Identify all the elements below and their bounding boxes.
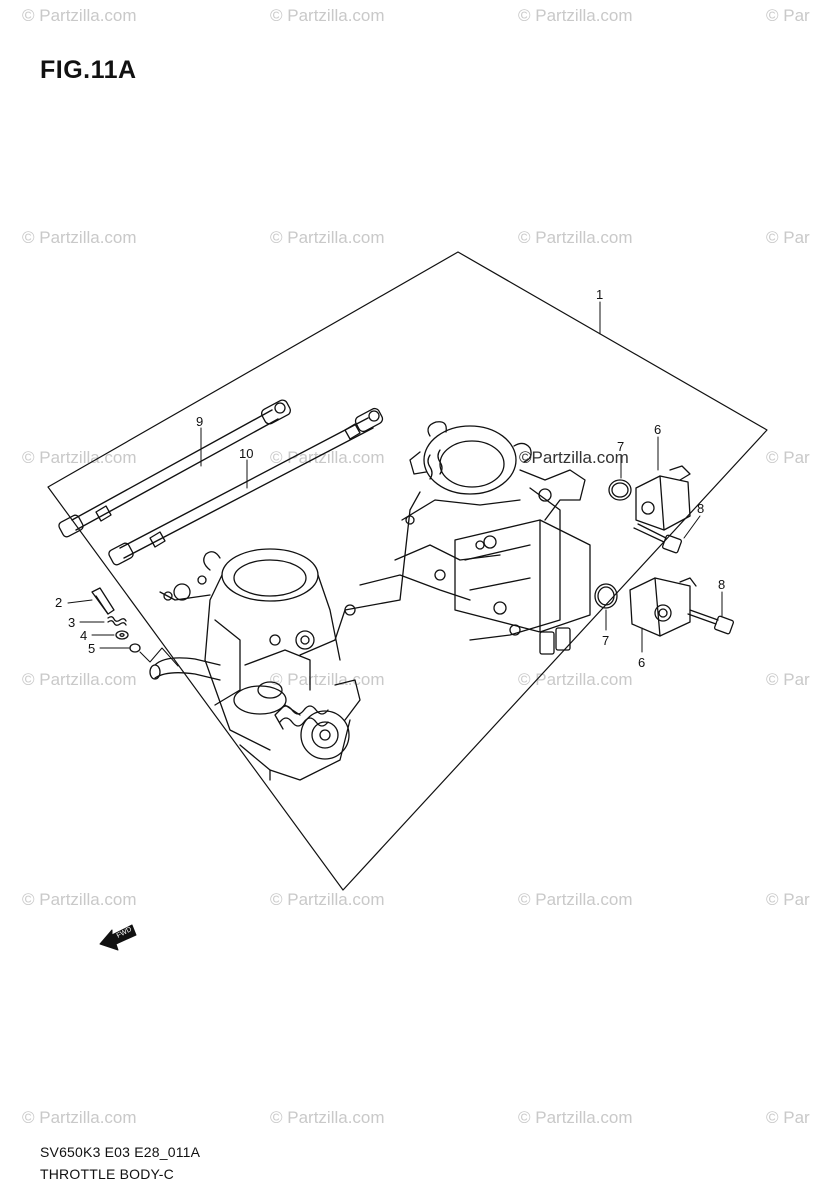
callout-6[interactable]: 6 xyxy=(654,422,662,437)
watermark: © Partzilla.com xyxy=(270,1108,385,1127)
watermark: © Partzilla.com xyxy=(270,228,385,247)
hose-10[interactable] xyxy=(108,407,385,566)
hose-9[interactable] xyxy=(58,398,293,538)
watermark: © Par xyxy=(766,6,810,25)
watermark: © Partzilla.com xyxy=(518,890,633,909)
watermark: © Par xyxy=(766,890,810,909)
callout-2[interactable]: 2 xyxy=(55,595,63,610)
screw-2[interactable] xyxy=(91,587,115,615)
washer-4[interactable] xyxy=(115,630,129,640)
callout-7[interactable]: 7 xyxy=(602,633,610,648)
leader-line xyxy=(683,515,701,539)
callout-7[interactable]: 7 xyxy=(617,439,625,454)
watermark: © Partzilla.com xyxy=(22,670,137,689)
section-title: THROTTLE BODY-C xyxy=(40,1166,174,1182)
watermark: © Partzilla.com xyxy=(22,6,137,25)
screw-8-lower[interactable] xyxy=(687,609,734,635)
partzilla-logo: ©Partzilla.com xyxy=(519,448,629,467)
watermark: © Partzilla.com xyxy=(270,890,385,909)
watermark: © Partzilla.com xyxy=(518,228,633,247)
watermark: © Partzilla.com xyxy=(22,890,137,909)
throttle-body[interactable] xyxy=(149,421,591,781)
watermark: © Partzilla.com xyxy=(518,670,633,689)
callout-10[interactable]: 10 xyxy=(239,446,254,461)
oring-5[interactable] xyxy=(129,643,141,653)
sensor-6-upper[interactable] xyxy=(635,465,691,531)
figure-title: FIG.11A xyxy=(40,56,137,84)
watermark: © Par xyxy=(766,1108,810,1127)
watermark: © Partzilla.com xyxy=(270,6,385,25)
callout-1[interactable]: 1 xyxy=(596,287,604,302)
model-code: SV650K3 E03 E28_011A xyxy=(40,1144,201,1160)
callout-3[interactable]: 3 xyxy=(68,615,76,630)
watermark: © Partzilla.com xyxy=(270,448,385,467)
callout-5[interactable]: 5 xyxy=(88,641,96,656)
oring-7-upper[interactable] xyxy=(608,479,632,501)
callout-8[interactable]: 8 xyxy=(718,577,726,592)
watermark: © Par xyxy=(766,228,810,247)
fwd-arrow-icon: FWD xyxy=(99,924,137,951)
watermark: © Par xyxy=(766,448,810,467)
screw-8-upper[interactable] xyxy=(633,523,682,554)
oring-7-lower[interactable] xyxy=(594,583,618,609)
sensor-6-lower[interactable] xyxy=(629,577,697,637)
callout-6[interactable]: 6 xyxy=(638,655,646,670)
leader-line xyxy=(67,599,93,604)
spring-3[interactable] xyxy=(107,616,127,626)
watermark: © Partzilla.com xyxy=(22,228,137,247)
callout-8[interactable]: 8 xyxy=(697,501,705,516)
watermark: © Partzilla.com xyxy=(518,1108,633,1127)
callout-4[interactable]: 4 xyxy=(80,628,88,643)
callout-9[interactable]: 9 xyxy=(196,414,204,429)
watermark: © Partzilla.com xyxy=(22,1108,137,1127)
assembly-boundary xyxy=(47,251,768,891)
leader-line xyxy=(139,647,179,667)
watermark: © Partzilla.com xyxy=(518,6,633,25)
watermark: © Par xyxy=(766,670,810,689)
